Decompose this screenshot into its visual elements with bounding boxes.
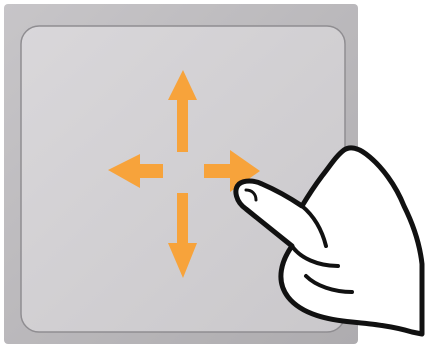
trackpad-illustration (0, 0, 426, 347)
